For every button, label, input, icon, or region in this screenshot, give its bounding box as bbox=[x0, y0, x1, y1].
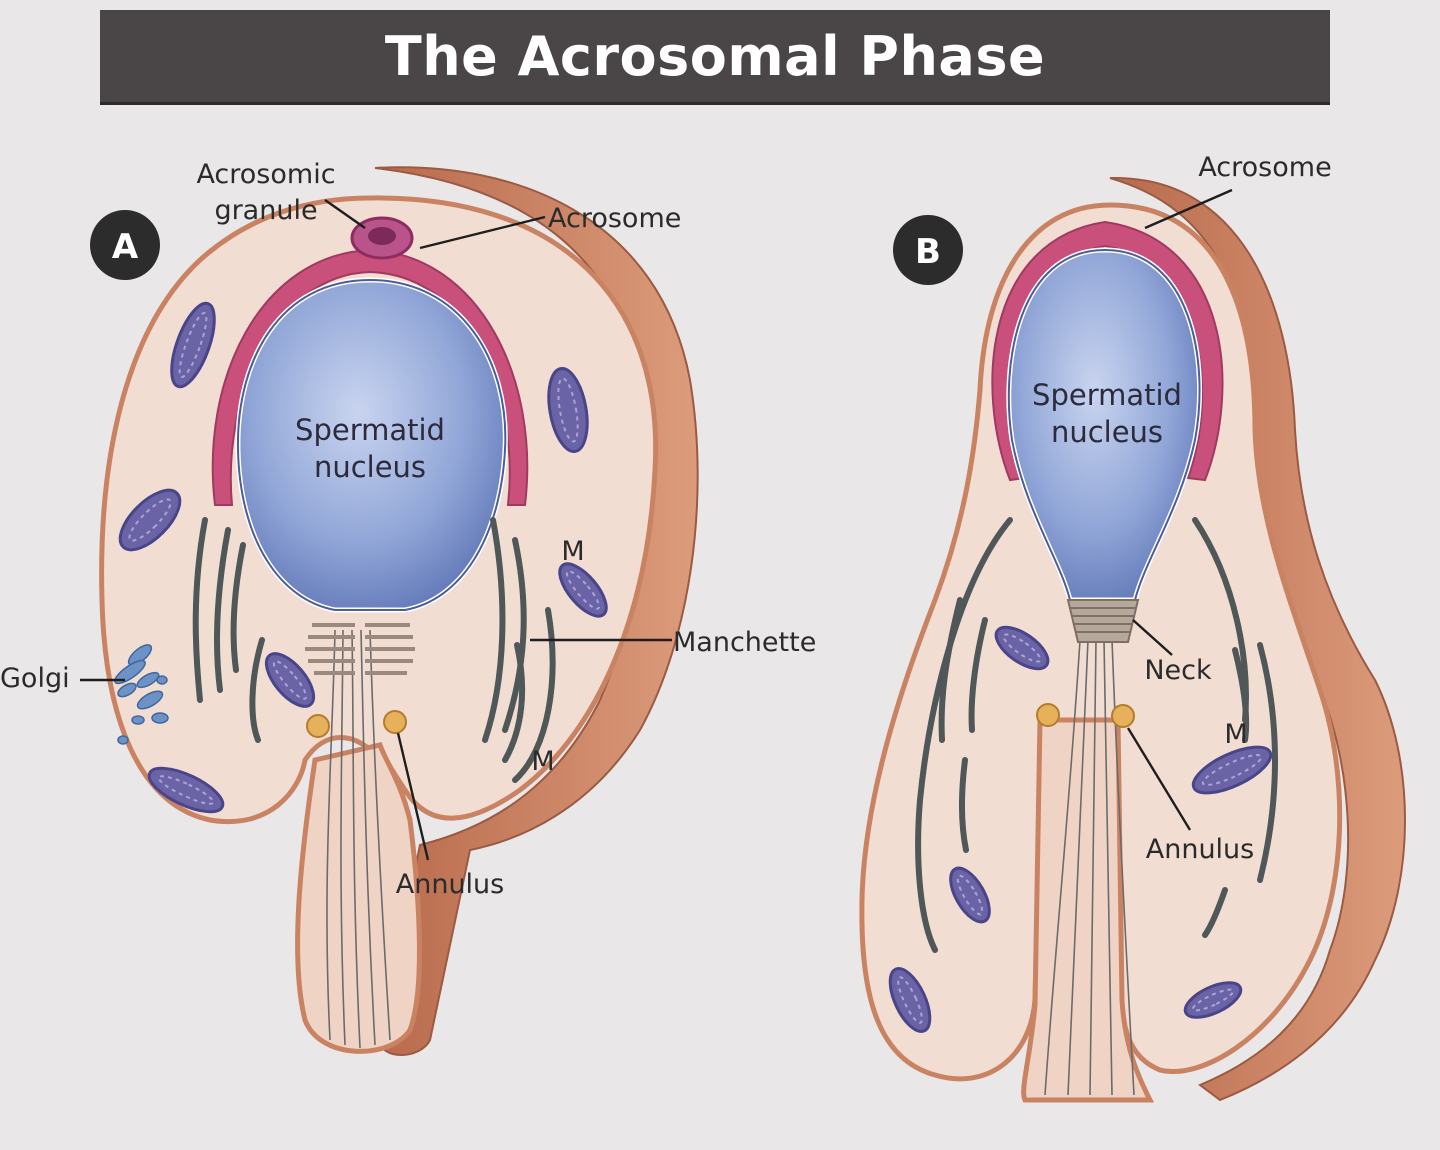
label-nucleus-a-2: nucleus bbox=[314, 450, 426, 484]
panel-a: A Acrosomic granule Acrosome Spermatid n… bbox=[0, 159, 816, 1056]
mitochondria-b bbox=[888, 625, 1273, 1033]
badge-a-letter: A bbox=[112, 227, 139, 267]
tail-b-sheath bbox=[1021, 717, 1155, 1103]
label-mito-a-lower: M bbox=[531, 746, 554, 777]
label-acrosomic-granule-2: granule bbox=[214, 195, 317, 226]
axoneme-b bbox=[1044, 639, 1135, 1096]
neck-b bbox=[1066, 599, 1140, 643]
label-acrosome-a: Acrosome bbox=[548, 203, 681, 234]
label-annulus-a: Annulus bbox=[396, 869, 505, 900]
badge-a bbox=[90, 210, 160, 280]
annulus-a-right bbox=[383, 710, 407, 734]
axoneme-a bbox=[326, 629, 391, 1049]
badge-b-letter: B bbox=[915, 232, 941, 272]
label-acrosomic-granule-1: Acrosomic bbox=[196, 159, 335, 190]
badge-b bbox=[893, 215, 963, 285]
manchette-a bbox=[192, 517, 556, 783]
label-mito-b: M bbox=[1224, 719, 1247, 750]
label-mito-a-upper: M bbox=[561, 536, 584, 567]
manchette-b bbox=[915, 517, 1278, 953]
title-bar: The Acrosomal Phase bbox=[100, 10, 1330, 105]
label-golgi: Golgi bbox=[0, 663, 70, 694]
golgi-apparatus bbox=[114, 644, 169, 745]
diagram-title: The Acrosomal Phase bbox=[384, 24, 1046, 88]
mitochondria-a bbox=[118, 301, 608, 814]
panel-b: B Acrosome Spermatid nucleus Neck M Annu… bbox=[859, 152, 1406, 1103]
label-nucleus-b-2: nucleus bbox=[1051, 415, 1163, 449]
annulus-b-right bbox=[1111, 704, 1135, 728]
annulus-b-left bbox=[1036, 703, 1060, 727]
annulus-a-left bbox=[306, 714, 330, 738]
label-neck: Neck bbox=[1144, 655, 1212, 686]
label-nucleus-b-1: Spermatid bbox=[1032, 378, 1182, 412]
label-acrosome-b: Acrosome bbox=[1198, 152, 1331, 183]
label-manchette: Manchette bbox=[673, 627, 816, 658]
centriole-a bbox=[305, 623, 415, 675]
label-annulus-b: Annulus bbox=[1146, 834, 1255, 865]
label-nucleus-a-1: Spermatid bbox=[295, 413, 445, 447]
